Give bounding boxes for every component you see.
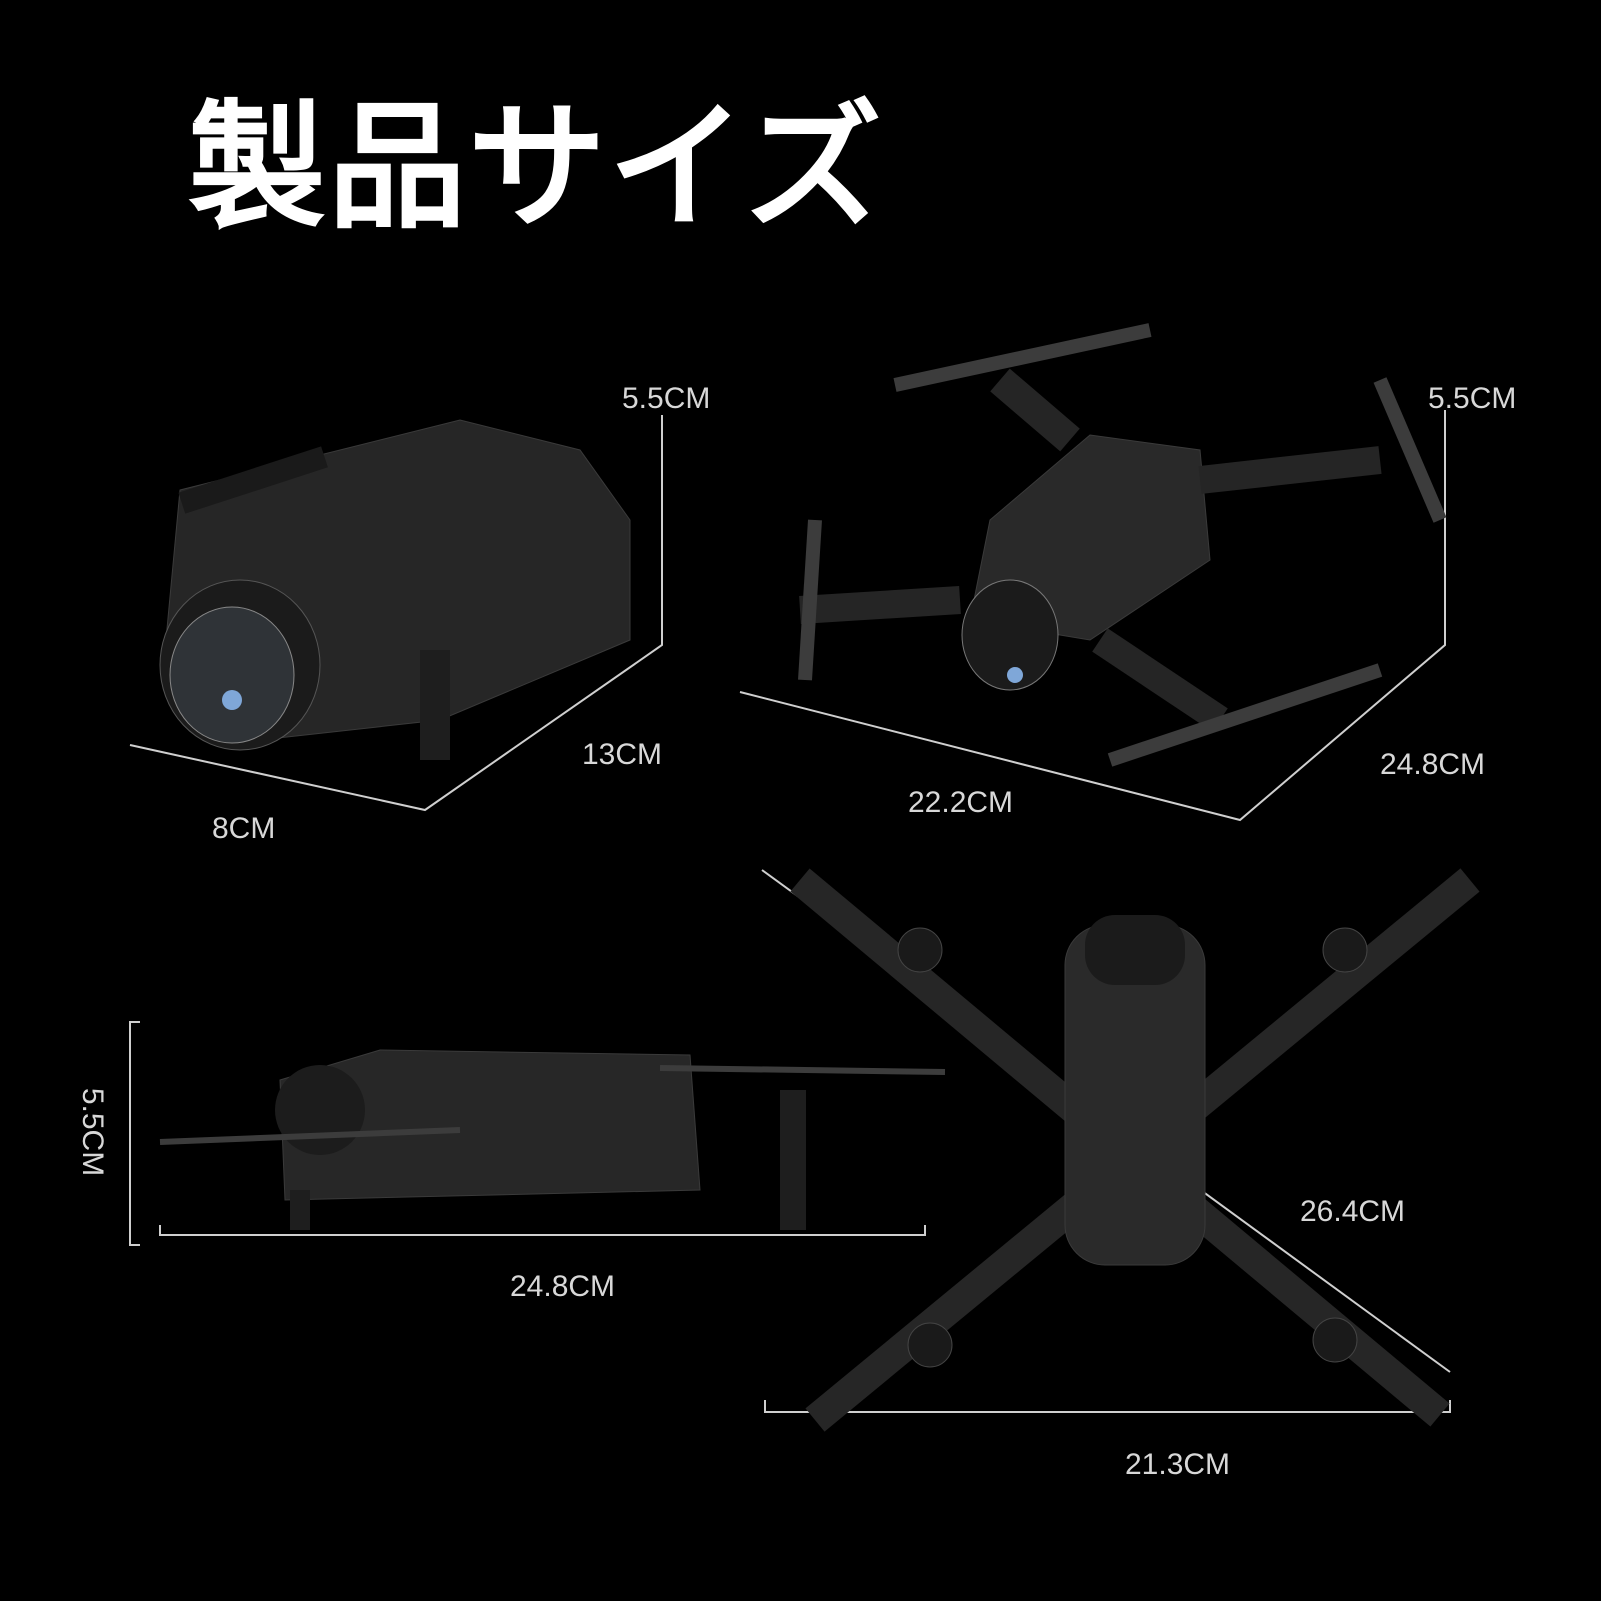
unfolded-width-label: 22.2CM xyxy=(908,786,1014,819)
unfolded-drone-image xyxy=(798,323,1447,767)
unfolded-height-label: 5.5CM xyxy=(1428,382,1517,415)
side-length-line xyxy=(159,1225,926,1236)
top-diagonal-label: 26.4CM xyxy=(1300,1195,1406,1228)
side-height-label: 5.5CM xyxy=(76,1087,110,1177)
dimension-lines xyxy=(129,410,1451,1413)
top-width-line xyxy=(764,1400,1451,1413)
folded-dimension-line xyxy=(129,415,663,812)
side-drone-image xyxy=(159,1049,946,1230)
page-title: 製品サイズ xyxy=(188,87,884,248)
unfolded-dimension-line xyxy=(739,410,1446,822)
side-length-label: 24.8CM xyxy=(510,1270,616,1303)
top-drone-image xyxy=(790,868,1480,1432)
unfolded-length-label: 24.8CM xyxy=(1380,748,1486,781)
folded-height-label: 5.5CM xyxy=(622,382,711,415)
top-width-label: 21.3CM xyxy=(1125,1448,1231,1481)
folded-width-label: 8CM xyxy=(212,812,276,845)
side-height-line xyxy=(129,1021,140,1246)
folded-drone-image xyxy=(159,419,631,760)
folded-length-label: 13CM xyxy=(582,738,663,771)
